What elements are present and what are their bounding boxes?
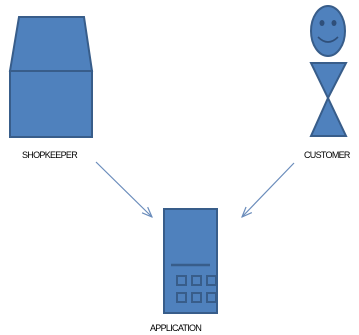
device-key [191,292,202,303]
device-keypad [176,275,217,303]
device-body [163,208,218,314]
customer-right-eye [331,20,337,26]
shop-body [9,70,93,138]
application-label: APPLICATION [150,323,201,333]
customer-smile [317,36,339,43]
shop-icon [8,16,94,138]
arrow-shopkeeper-to-application [95,161,152,217]
customer-person-icon [309,5,348,137]
shop-roof [8,16,94,72]
customer-label: CUSTOMER [304,150,351,160]
customer-lower-body [309,95,348,137]
application-device-icon [163,208,218,314]
device-key [191,275,202,286]
device-key [176,292,187,303]
device-key [206,275,217,286]
customer-head [310,5,346,57]
customer-upper-body [309,62,348,101]
arrow-customer-to-application [242,162,295,217]
shopkeeper-label: SHOPKEEPER [22,150,78,160]
customer-left-eye [319,20,325,26]
device-key [176,275,187,286]
device-key [206,292,217,303]
